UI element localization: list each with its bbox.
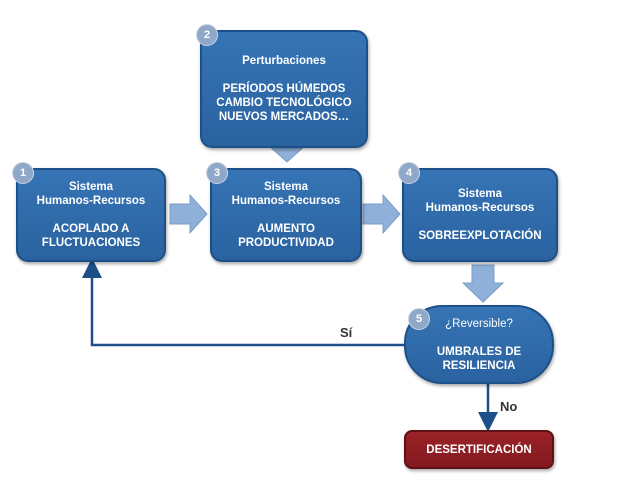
node-sobreexplotacion: Sistema Humanos-Recursos SOBREEXPLOTACIÓ… xyxy=(402,168,558,262)
node-aumento: Sistema Humanos-Recursos AUMENTO PRODUCT… xyxy=(210,168,362,262)
node-subtitle: Humanos-Recursos xyxy=(36,195,146,207)
node-text: NUEVOS MERCADOS… xyxy=(218,111,350,123)
down-arrow-4-5 xyxy=(461,264,505,303)
node-text: PERÍODOS HÚMEDOS xyxy=(222,83,346,95)
node-acoplado: Sistema Humanos-Recursos ACOPLADO A FLUC… xyxy=(16,168,166,262)
node-title: ¿Reversible? xyxy=(445,317,513,330)
feedback-line-yes xyxy=(82,258,405,347)
step-badge: 2 xyxy=(196,24,218,46)
right-arrow-1-3 xyxy=(169,193,208,235)
node-text: DESERTIFICACIÓN xyxy=(426,443,532,456)
step-badge: 3 xyxy=(206,162,228,184)
node-title: Sistema xyxy=(263,181,309,193)
node-title: Perturbaciones xyxy=(242,55,326,67)
node-title: Sistema xyxy=(457,188,503,200)
node-text: ACOPLADO A xyxy=(52,223,130,235)
node-subtitle: Humanos-Recursos xyxy=(231,195,341,207)
node-text: RESILIENCIA xyxy=(442,359,516,372)
edge-label-yes: Sí xyxy=(340,325,353,340)
node-text: FLUCTUACIONES xyxy=(41,237,141,249)
node-desertificacion: DESERTIFICACIÓN xyxy=(404,430,554,469)
node-text: SOBREEXPLOTACIÓN xyxy=(418,230,542,242)
node-title: Sistema xyxy=(68,181,114,193)
node-text: CAMBIO TECNOLÓGICO xyxy=(216,97,352,109)
node-subtitle: Humanos-Recursos xyxy=(425,202,535,214)
step-badge: 1 xyxy=(12,162,34,184)
step-badge: 5 xyxy=(408,308,430,330)
edge-label-no: No xyxy=(500,399,518,414)
node-text: UMBRALES DE xyxy=(436,345,522,358)
node-text: PRODUCTIVIDAD xyxy=(238,237,334,249)
node-text: AUMENTO xyxy=(257,223,315,235)
step-badge: 4 xyxy=(398,162,420,184)
node-perturbaciones: Perturbaciones PERÍODOS HÚMEDOS CAMBIO T… xyxy=(200,30,368,148)
right-arrow-3-4 xyxy=(362,193,401,235)
